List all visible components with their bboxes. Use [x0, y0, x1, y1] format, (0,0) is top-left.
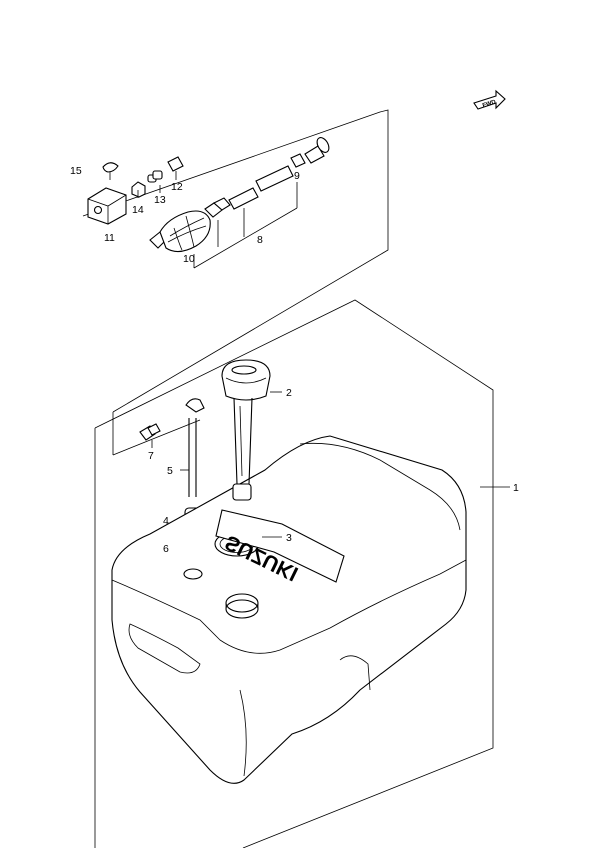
hose-holder-part[interactable]	[87, 187, 127, 225]
hose-bracket-leader	[193, 182, 298, 269]
primer-bulb-part[interactable]	[149, 197, 231, 253]
callout-14: 14	[132, 204, 144, 216]
callout-4: 4	[163, 515, 169, 527]
hose-connector-part[interactable]	[290, 136, 331, 168]
callout-6: 6	[163, 543, 169, 555]
callout-15: 15	[70, 165, 82, 177]
callout-12: 12	[171, 181, 183, 193]
callout-10: 10	[183, 253, 195, 265]
nozzle-part[interactable]	[147, 170, 163, 193]
callout-8: 8	[257, 234, 263, 246]
callout-3: 3	[286, 532, 292, 544]
fuel-hose-part[interactable]	[228, 165, 294, 210]
callout-5: 5	[167, 465, 173, 477]
fuel-gauge-part[interactable]	[221, 359, 282, 501]
callout-11: 11	[104, 232, 115, 244]
clip-part[interactable]	[131, 181, 146, 198]
fwd-badge-label: FWD	[482, 99, 497, 109]
callout-13: 13	[154, 194, 166, 206]
callout-2: 2	[286, 387, 292, 399]
sleeve-part[interactable]	[167, 156, 184, 180]
callout-7: 7	[148, 450, 154, 462]
fwd-arrow-icon: FWD	[473, 89, 506, 110]
tank-frame	[94, 299, 494, 849]
callout-9: 9	[294, 170, 300, 182]
tank-connector-part[interactable]	[139, 423, 161, 448]
callout-1: 1	[513, 482, 519, 494]
hose-kit-frame	[82, 109, 389, 456]
suction-pipe-part[interactable]	[180, 398, 205, 497]
cap-part[interactable]	[102, 162, 119, 180]
fuel-tank-part[interactable]	[111, 435, 467, 784]
